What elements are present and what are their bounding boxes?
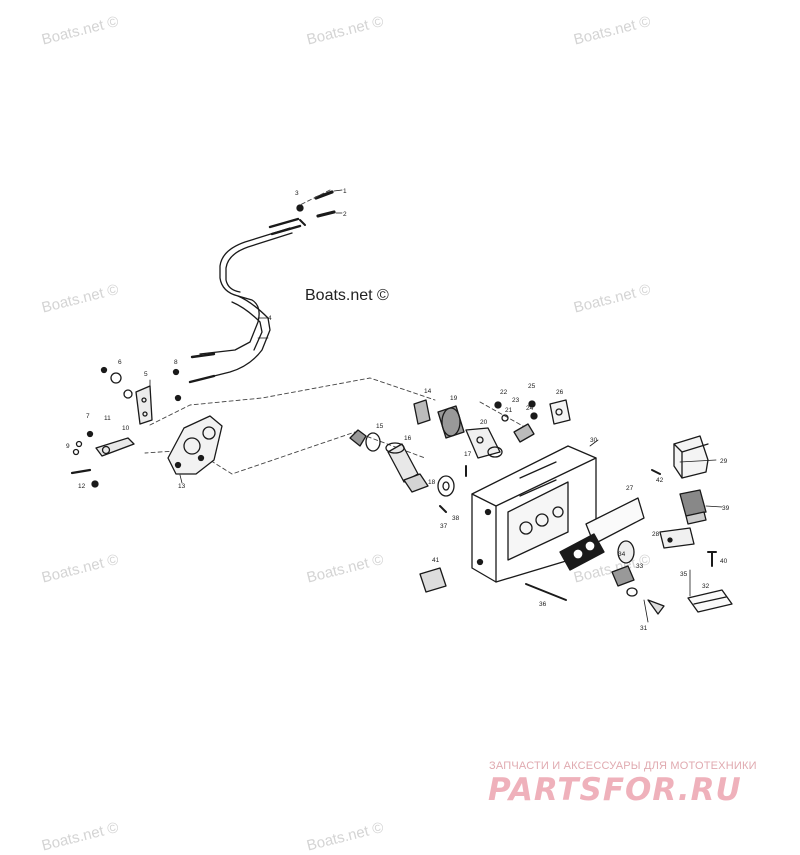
bracket	[135, 385, 153, 425]
hardware-left	[70, 204, 304, 488]
callout-32: 32	[702, 583, 710, 590]
callout-30: 30	[590, 437, 598, 444]
callout-21: 21	[505, 407, 513, 414]
lens	[611, 540, 665, 615]
label-plate	[419, 567, 447, 593]
callout-14: 14	[424, 388, 432, 395]
callout-41: 41	[432, 557, 440, 564]
bushing	[349, 429, 381, 452]
callout-36: 36	[539, 601, 547, 608]
lever-arm	[95, 437, 135, 457]
callout-9: 9	[66, 443, 70, 450]
callout-24: 24	[526, 405, 534, 412]
callout-16: 16	[404, 435, 412, 442]
callout-19: 19	[450, 395, 458, 402]
callout-35: 35	[680, 571, 688, 578]
callout-28: 28	[652, 531, 660, 538]
callout-7: 7	[86, 413, 90, 420]
brand-subtitle: ЗАПЧАСТИ И АКСЕССУАРЫ ДЛЯ МОТОТЕХНИКИ	[489, 760, 757, 772]
mounting-plate	[167, 415, 223, 475]
callout-23: 23	[512, 397, 520, 404]
pad	[687, 589, 733, 613]
callout-8: 8	[174, 359, 178, 366]
callout-2: 2	[343, 211, 347, 218]
callout-4: 4	[268, 315, 272, 322]
screw	[707, 551, 717, 567]
callout-40: 40	[720, 558, 728, 565]
callout-15: 15	[376, 423, 384, 430]
callout-1: 1	[343, 188, 347, 195]
callout-31: 31	[640, 625, 648, 632]
callout-37: 37	[440, 523, 448, 530]
callout-18: 18	[428, 479, 436, 486]
callout-22: 22	[500, 389, 508, 396]
cover	[673, 435, 709, 479]
callout-6: 6	[118, 359, 122, 366]
cable-upper	[199, 227, 293, 355]
callout-10: 10	[122, 425, 130, 432]
control-box	[471, 445, 597, 583]
callout-39: 39	[722, 505, 730, 512]
small-screws	[299, 219, 661, 513]
cable-lower	[189, 295, 271, 383]
panel-gasket	[559, 533, 605, 571]
callout-29: 29	[720, 458, 728, 465]
callout-12: 12	[78, 483, 86, 490]
leader-lines	[149, 189, 723, 623]
callout-13: 13	[178, 483, 186, 490]
small-parts	[494, 399, 571, 443]
cable-end-pins	[314, 190, 336, 218]
callout-42: 42	[656, 477, 664, 484]
spindle	[465, 427, 503, 459]
callout-20: 20	[480, 419, 488, 426]
callout-33: 33	[636, 563, 644, 570]
callout-17: 17	[464, 451, 472, 458]
callout-numbers: 1 2 3 4 5 6 7 8 9 10 11 12 13 14 15 16 1…	[66, 188, 730, 632]
callout-11: 11	[104, 415, 111, 422]
brand-logo: PARTSFOR.RU	[488, 772, 742, 808]
callout-3: 3	[295, 190, 299, 197]
callout-38: 38	[452, 515, 460, 522]
callout-5: 5	[144, 371, 148, 378]
bracket-plate	[659, 527, 695, 549]
callout-27: 27	[626, 485, 634, 492]
shaft	[385, 442, 455, 497]
hub	[413, 399, 465, 439]
switch	[679, 489, 707, 525]
callout-26: 26	[556, 389, 564, 396]
center-watermark: Boats.net ©	[305, 287, 389, 304]
rod	[525, 583, 567, 601]
callout-34: 34	[618, 551, 626, 558]
callout-25: 25	[528, 383, 536, 390]
cable-end-fittings	[188, 217, 302, 384]
